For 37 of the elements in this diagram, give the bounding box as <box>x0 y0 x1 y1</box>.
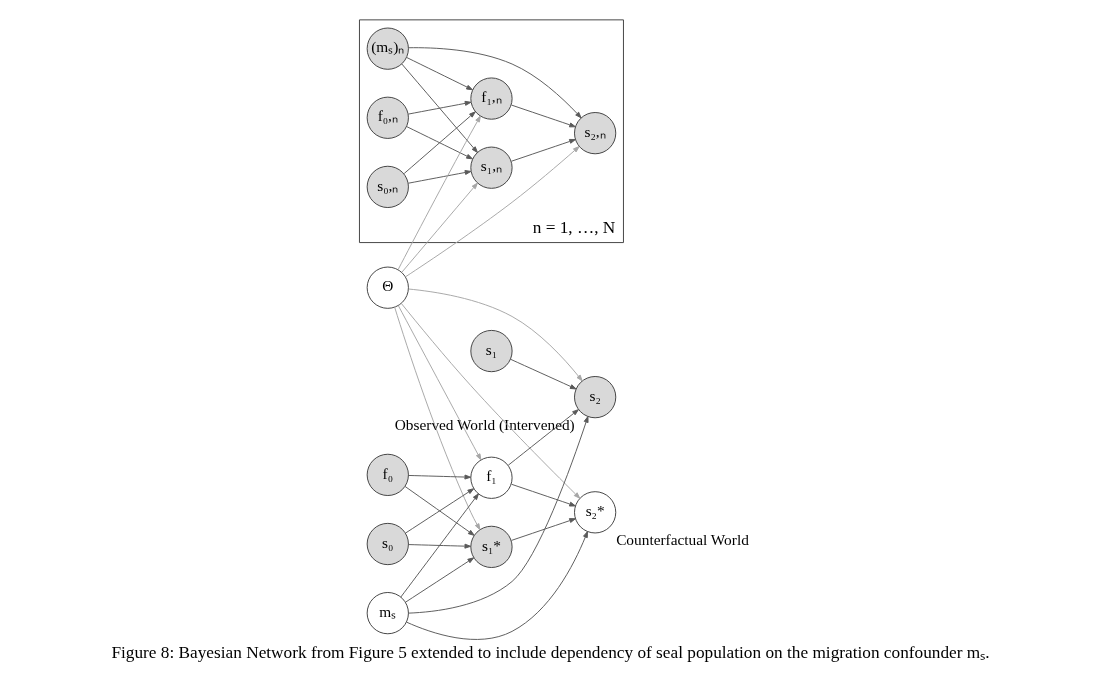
node-circle: Θ <box>366 266 409 309</box>
arrow <box>405 557 475 603</box>
node-circle: (mₛ)ₙ <box>366 27 409 70</box>
node-label: Counterfactual World <box>616 531 749 549</box>
arrow <box>507 409 579 466</box>
arrow <box>397 115 481 270</box>
arrow <box>404 146 580 278</box>
arrow <box>408 543 472 549</box>
arrow <box>408 288 583 382</box>
arrow <box>406 57 473 91</box>
arrow <box>407 47 582 119</box>
arrow <box>407 100 472 115</box>
node-label: Observed World (Intervened) <box>394 416 575 434</box>
arrow <box>408 474 472 480</box>
arrow <box>408 416 589 614</box>
caption: Figure 8: Bayesian Network from Figure 5 extended to include dependency of seal population on the migration confounder mₛ. <box>111 642 990 662</box>
node-circle: s₀,ₙ <box>366 165 409 208</box>
arrow <box>511 483 576 507</box>
arrow <box>510 358 577 390</box>
arrow <box>403 111 476 174</box>
node-circle: f₀,ₙ <box>366 96 409 139</box>
arrow <box>406 126 473 160</box>
arrow <box>406 531 588 640</box>
node-circle: s₀ <box>366 522 409 566</box>
node-circle: mₛ <box>366 592 409 635</box>
node-circle: f₀ <box>366 453 409 496</box>
arrow <box>401 303 581 499</box>
arrow <box>511 138 576 162</box>
arrow <box>400 493 479 598</box>
arrow <box>407 170 472 184</box>
arrow <box>397 305 482 461</box>
arrow <box>511 104 576 128</box>
arrow <box>511 518 576 541</box>
arrow <box>401 182 478 273</box>
arrow <box>394 306 481 531</box>
arrow <box>401 63 478 153</box>
node-circle: s₁ <box>470 329 513 373</box>
